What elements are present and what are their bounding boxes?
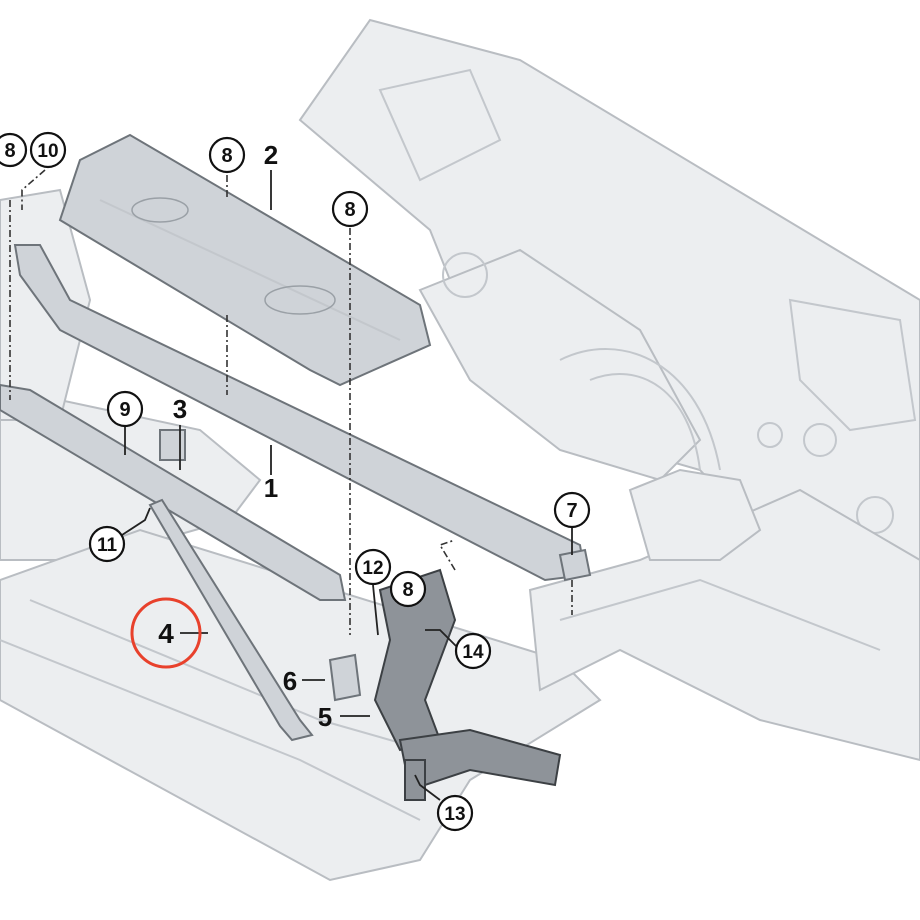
callout-5: 5 xyxy=(318,702,332,732)
ghost-window-left xyxy=(378,68,502,182)
callout-10: 10 xyxy=(37,141,58,162)
callout-9-circle xyxy=(106,390,144,428)
callout-4: 4 xyxy=(158,618,174,649)
part-5-bracket-assembly xyxy=(373,568,562,801)
ghost-front-frame-edge xyxy=(0,639,421,821)
callout-8c: 8 xyxy=(344,199,355,221)
callout-7-circle xyxy=(553,491,591,529)
callout-8a-circle xyxy=(0,132,28,168)
callout-14-circle xyxy=(454,632,492,670)
ghost-wheel-arch-inner xyxy=(589,373,701,471)
ghost-window-right xyxy=(788,298,917,432)
callout-8d-circle xyxy=(389,570,427,608)
callout-6: 6 xyxy=(283,666,297,696)
callout-12: 12 xyxy=(362,558,383,579)
ghost-hole-1 xyxy=(442,252,488,298)
callout-labels: 8 10 8 2 8 9 3 1 7 11 12 8 14 4 xyxy=(0,131,591,832)
lower-crossmember xyxy=(0,383,347,601)
ghost-wheel-arch xyxy=(559,348,721,471)
lower-bracket-foot xyxy=(404,759,426,801)
leader-lines xyxy=(9,169,573,801)
lead-12 xyxy=(372,584,379,636)
upper-cover-panel xyxy=(58,133,432,387)
callout-3: 3 xyxy=(173,394,187,424)
callout-8a: 8 xyxy=(4,140,15,162)
lead-14 xyxy=(425,629,459,649)
callout-12-circle xyxy=(354,548,392,586)
callout-11-circle xyxy=(88,525,126,563)
part-6-small-bracket xyxy=(328,653,362,702)
callout-10-circle xyxy=(29,131,67,169)
upper-cover-rib xyxy=(99,199,401,341)
callout-8c-circle xyxy=(331,190,369,228)
ghost-shock-mount xyxy=(628,468,762,561)
ghost-hole-2 xyxy=(803,423,837,457)
dash-10 xyxy=(21,169,46,210)
lower-crossmember-bracket xyxy=(159,429,186,461)
dash-8d xyxy=(438,539,456,571)
part-2-upper-cover xyxy=(58,133,432,387)
callout-13-circle xyxy=(436,794,474,832)
callout-11: 11 xyxy=(97,535,118,556)
callout-7: 7 xyxy=(566,500,577,522)
callout-8b-circle xyxy=(208,136,246,174)
ghost-strut-tower xyxy=(418,248,702,482)
ghost-rail-edge xyxy=(559,578,881,651)
callout-9: 9 xyxy=(119,399,130,421)
lead-11 xyxy=(121,507,151,536)
callout-1: 1 xyxy=(264,473,278,503)
support-strut-rod xyxy=(148,498,314,742)
part-7-rail-bracket xyxy=(558,548,592,582)
callout-14: 14 xyxy=(462,642,484,663)
lead-13 xyxy=(414,774,441,801)
upper-cover-recess-1 xyxy=(131,197,189,223)
rail-bracket-body xyxy=(558,548,592,582)
callout-2: 2 xyxy=(264,140,278,170)
small-bracket-body xyxy=(328,653,362,702)
callout-13: 13 xyxy=(444,804,465,825)
callout-8b: 8 xyxy=(221,145,232,167)
part-4-support-strut xyxy=(148,498,314,742)
callout-8d: 8 xyxy=(402,579,413,601)
callout-4-highlight-ring xyxy=(130,597,202,669)
ghost-hole-4 xyxy=(757,422,783,448)
part-9-lower-crossmember xyxy=(0,383,347,601)
upper-cover-recess-2 xyxy=(264,285,336,315)
